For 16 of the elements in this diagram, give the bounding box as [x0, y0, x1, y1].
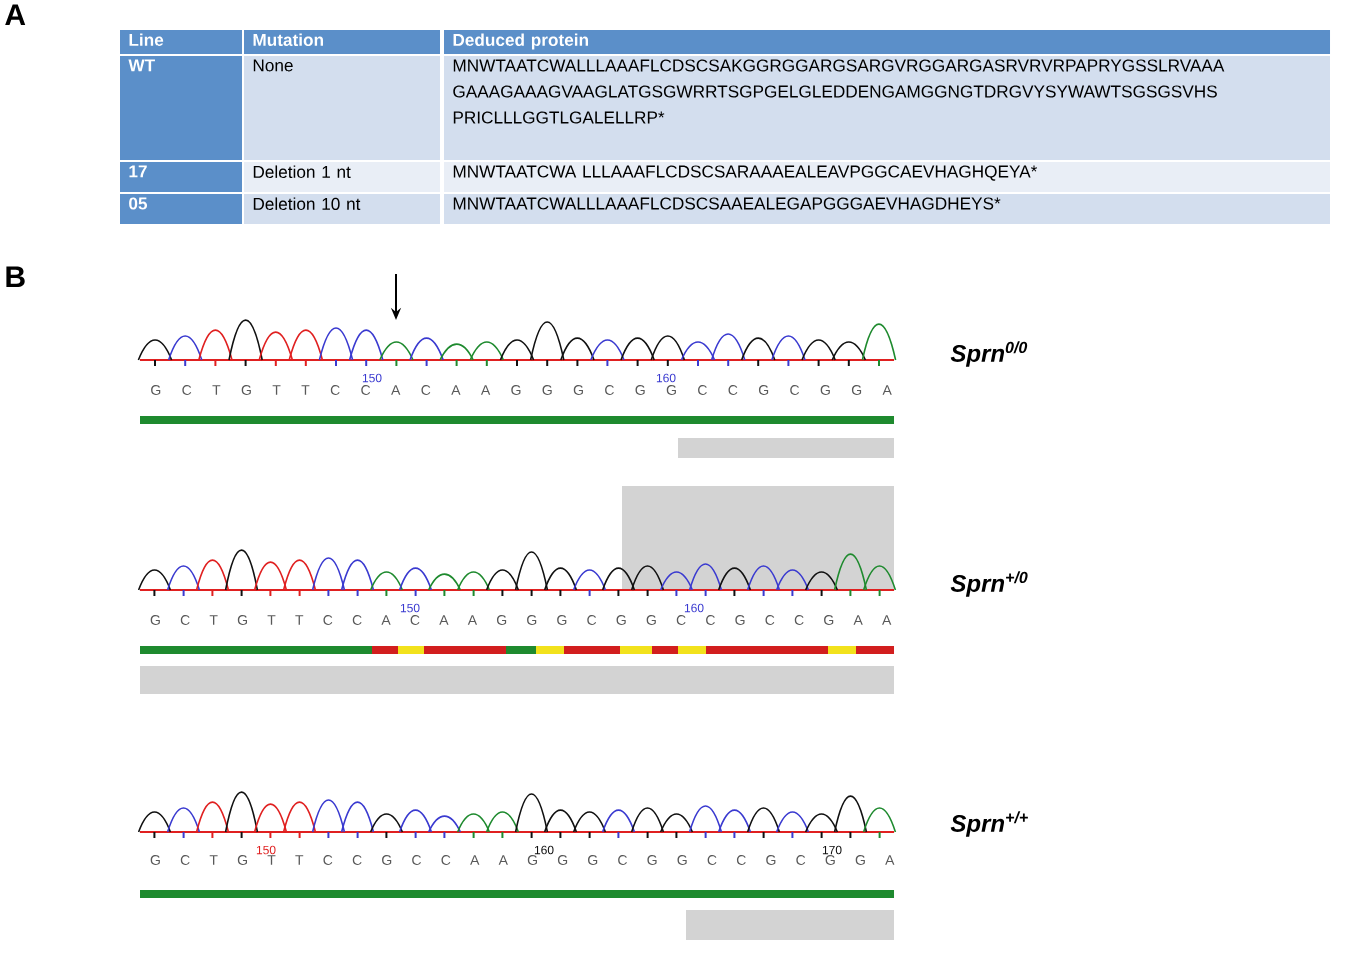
genotype-label: Sprn$^{+/+}$ [950, 811, 1028, 837]
table-cell: MNWTAATCWA LLLAAAFLCDSCSARAAAEALEAVPGGCAEVHAGHQEYA* [444, 162, 1330, 192]
table-header-cell: 17 [120, 162, 242, 192]
table-cell: Deletion 1 nt [244, 162, 440, 192]
table-header-cell: 05 [120, 194, 242, 224]
panel-letter: B [6, 266, 25, 288]
table-cell: Deletion 10 nt [244, 194, 440, 224]
table-header-cell: Mutation [244, 30, 440, 54]
table-cell: MNWTAATCWALLLAAAFLCDSCSAAEALEGAPGGGAEVHAGDHEYS* [444, 194, 1330, 224]
table-header-cell: Deduced protein [444, 30, 1330, 54]
table-cell: None [244, 56, 440, 160]
panel-letter: A [5, 4, 26, 26]
table-header-cell: Line [120, 30, 242, 54]
table-cell: MNWTAATCWALLLAAAFLCDSCSAKGGRGGARGSARGVRGGARGASRVRVRPAPRYGSSLRVAAA GAAAGAAAGVAAGLATGSGWRRTSGPGELGLEDDENGAMGGNGTDRGVYSYWAWTSGSGSVHS PRICLLLGGTLGALELLRP* [444, 56, 1330, 160]
genotype-label: Sprn$^{+/0}$ [950, 571, 1028, 597]
genotype-label: Sprn$^{0/0}$ [950, 341, 1028, 367]
